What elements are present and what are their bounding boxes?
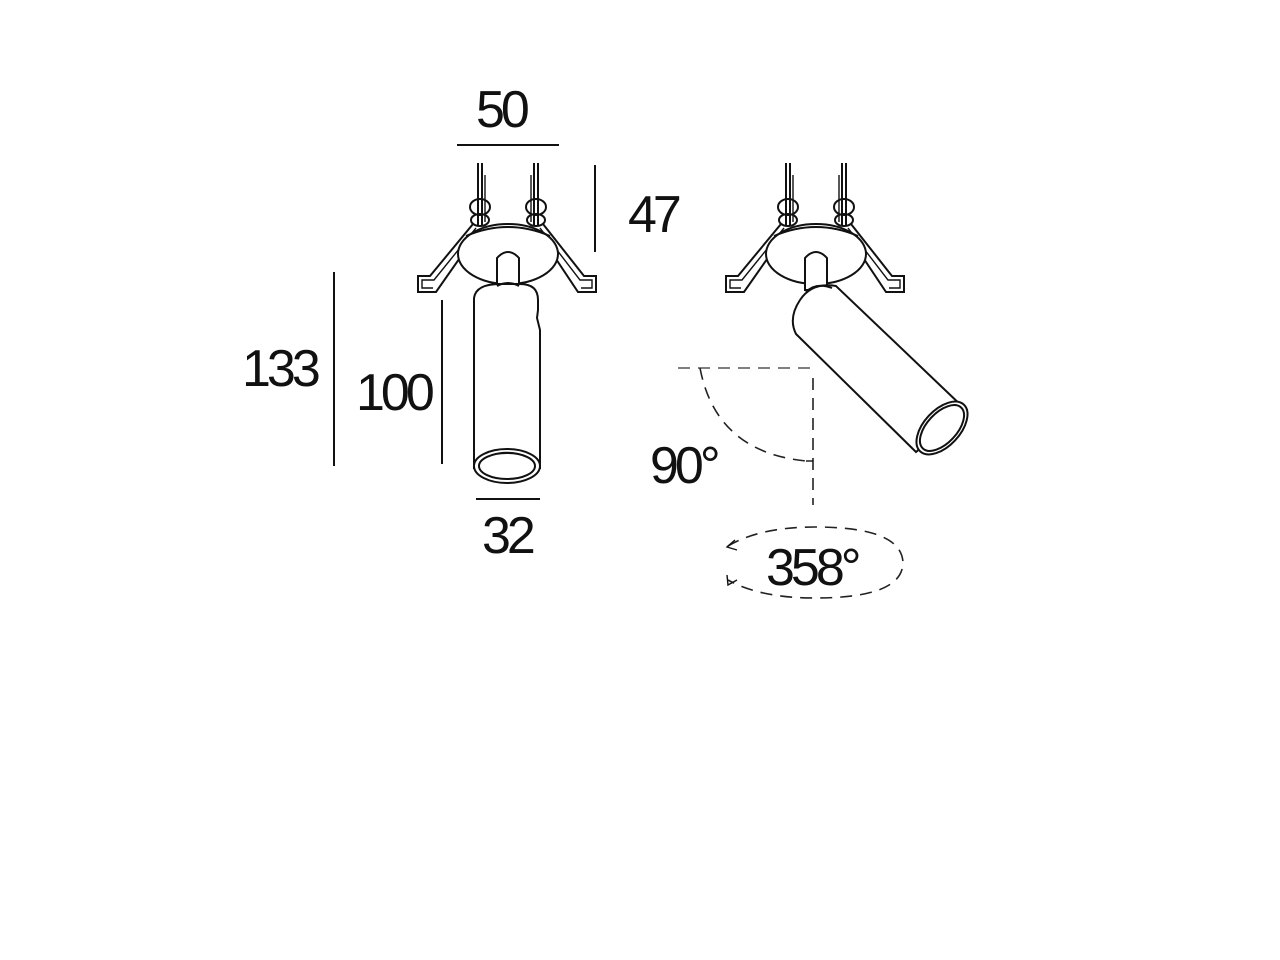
tilt-angle-label: 90°: [650, 437, 718, 495]
dimension-total-height-133: 133: [242, 272, 335, 466]
spring-clip-right: [525, 163, 597, 293]
dimension-label-diameter: 32: [482, 507, 534, 565]
spring-clip-right-tilted: [833, 163, 905, 293]
front-view: 50 47 133 100 32: [242, 81, 684, 565]
rotation-arrow-top-icon: [725, 539, 738, 551]
tilt-angle-indicator: 90°: [650, 367, 814, 505]
dimension-depth-47: 47: [594, 165, 684, 252]
cylinder-body: [473, 282, 541, 484]
spring-clip-left-tilted: [725, 163, 799, 293]
dimension-diameter-32: 32: [476, 498, 540, 565]
stem-tilted: [804, 251, 828, 291]
rotation-arrow-bottom-icon: [726, 574, 738, 587]
dimension-label-depth: 47: [628, 186, 680, 244]
dimension-label-width: 50: [476, 81, 528, 139]
spring-clip-left: [417, 163, 491, 293]
dimension-label-total-height: 133: [242, 340, 319, 398]
tilted-view: 90° 358°: [650, 163, 969, 599]
stem: [496, 251, 520, 285]
cylinder-body-tilted: [791, 284, 969, 456]
rotation-angle-label: 358°: [766, 539, 859, 597]
dimension-label-cylinder-height: 100: [356, 364, 433, 422]
dimension-width-50: 50: [457, 81, 559, 146]
dimension-cylinder-height-100: 100: [356, 300, 443, 464]
rotation-angle-indicator: 358°: [725, 526, 904, 599]
